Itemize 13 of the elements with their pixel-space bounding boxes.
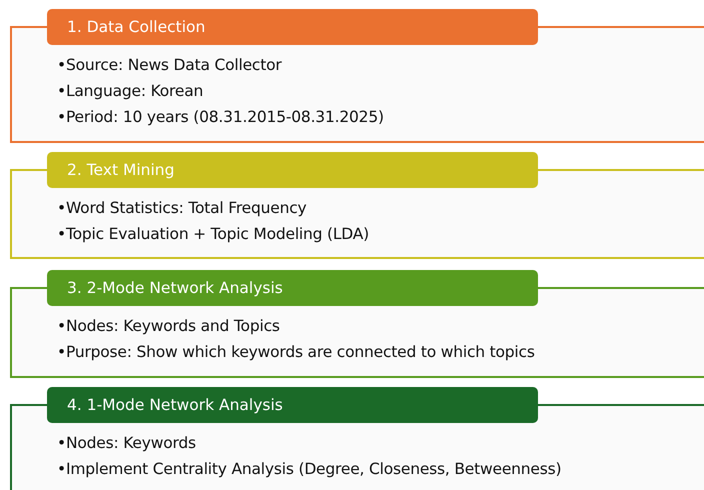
section-header: 2. Text Mining bbox=[47, 152, 538, 188]
section-header: 4. 1-Mode Network Analysis bbox=[47, 387, 538, 423]
section-header: 3. 2-Mode Network Analysis bbox=[47, 270, 538, 306]
bullet-text: •Implement Centrality Analysis (Degree, Closeness, Betweenness) bbox=[57, 459, 562, 480]
bullet-text: •Nodes: Keywords and Topics bbox=[57, 316, 280, 337]
bullet-text: •Nodes: Keywords bbox=[57, 433, 196, 454]
bullet-text: •Source: News Data Collector bbox=[57, 55, 282, 76]
bullet-text: •Topic Evaluation + Topic Modeling (LDA) bbox=[57, 224, 370, 245]
bullet-text: •Word Statistics: Total Frequency bbox=[57, 198, 307, 219]
bullet-text: •Period: 10 years (08.31.2015-08.31.2025) bbox=[57, 107, 384, 128]
bullet-text: •Purpose: Show which keywords are connected to which topics bbox=[57, 342, 535, 363]
bullet-text: •Language: Korean bbox=[57, 81, 204, 102]
section-header: 1. Data Collection bbox=[47, 9, 538, 45]
